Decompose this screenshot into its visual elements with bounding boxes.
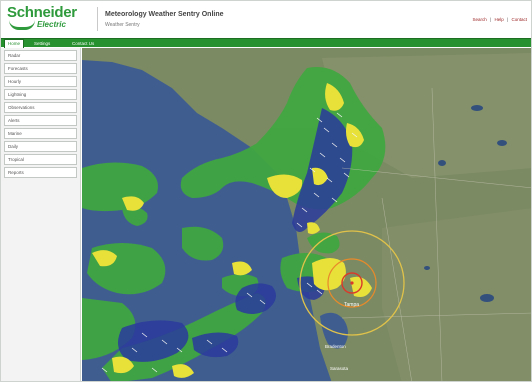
header-link-search[interactable]: Search (472, 17, 487, 22)
tab-bar: Home Settings Contact Us (1, 38, 531, 48)
radar-map[interactable]: Tampa Bradenton Sarasota (82, 48, 532, 382)
radar-map-canvas[interactable]: Tampa Bradenton Sarasota (82, 48, 532, 382)
tab-home[interactable]: Home (4, 39, 25, 48)
brand-logo[interactable]: Schneider Electric (7, 5, 91, 35)
sidebar-item-reports[interactable]: Reports (4, 167, 77, 178)
sidebar-item-radar[interactable]: Radar (4, 50, 77, 61)
logo-sub-text: Electric (37, 20, 66, 29)
sidebar-item-observations[interactable]: Observations (4, 102, 77, 113)
sidebar-item-lightning[interactable]: Lightning (4, 89, 77, 100)
radar-yellow-layer (92, 83, 372, 378)
logo-brand-text: Schneider (7, 4, 77, 21)
sidebar-item-tropical[interactable]: Tropical (4, 154, 77, 165)
header-link-contact[interactable]: Contact (511, 17, 527, 22)
map-label-sarasota: Sarasota (330, 366, 349, 371)
sidebar-item-daily[interactable]: Daily (4, 141, 77, 152)
header-links: Search | Help | Contact (472, 17, 527, 22)
header: Schneider Electric Meteorology Weather S… (1, 1, 531, 37)
logo-swoosh-icon (9, 20, 35, 30)
location-marker-icon[interactable] (350, 281, 354, 285)
lake (480, 294, 494, 302)
land-texture (382, 208, 531, 381)
road-network (341, 87, 531, 381)
page-subtitle: Weather Sentry (105, 22, 140, 28)
sidebar-item-forecasts[interactable]: Forecasts (4, 63, 77, 74)
sidebar-item-marine[interactable]: Marine (4, 128, 77, 139)
page-title: Meteorology Weather Sentry Online (105, 11, 224, 18)
lake (438, 160, 446, 166)
tab-settings[interactable]: Settings (34, 41, 51, 46)
header-link-help[interactable]: Help (494, 17, 504, 22)
sidebar-item-alerts[interactable]: Alerts (4, 115, 77, 126)
tampa-bay (320, 312, 348, 349)
tab-contact-us[interactable]: Contact Us (72, 41, 95, 46)
map-label-tampa: Tampa (344, 302, 359, 308)
range-ring-outer (299, 230, 405, 336)
header-divider (97, 7, 98, 31)
range-ring-inner (341, 272, 363, 294)
lake (471, 105, 483, 111)
sidebar-item-hourly[interactable]: Hourly (4, 76, 77, 87)
lake (497, 140, 507, 146)
sidebar: Radar Forecasts Hourly Lightning Observa… (1, 48, 81, 381)
range-ring-middle (327, 258, 377, 308)
map-label-bradenton: Bradenton (325, 344, 346, 349)
lake (424, 266, 430, 270)
lightning-strikes (101, 112, 358, 373)
